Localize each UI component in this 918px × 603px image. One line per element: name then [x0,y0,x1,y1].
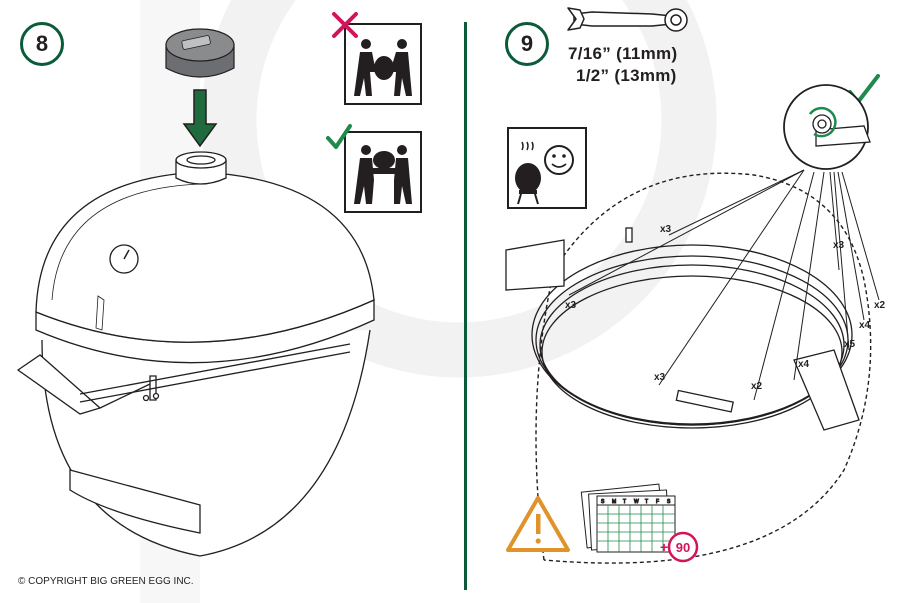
bolt-count-label: x3 [833,240,845,251]
happy-grill-icon [507,127,587,209]
bolt-count-label: x2 [874,300,886,311]
bolt-count-label: x3 [654,372,666,383]
hinge-band-ring [505,227,860,431]
calendar-day-label: W [634,499,639,505]
step-divider [464,22,467,590]
svg-text:+: + [660,539,668,555]
wrench-size-imperial-large: 7/16” (11mm) [568,44,678,63]
correct-check-icon [326,124,352,149]
calendar-day-label: S [667,499,671,505]
step-9-badge: 9 [505,22,549,66]
wrench-size-imperial-small: 1/2” (13mm) [576,66,677,85]
lift-correct-panel [326,124,422,213]
two-person-lift-icon [354,145,412,204]
step-9-number: 9 [520,31,534,56]
copyright-notice: © COPYRIGHT BIG GREEN EGG INC. [18,576,194,587]
dual-function-top-cap [165,28,235,78]
retighten-days: 90 [676,540,690,555]
step-8-badge: 8 [20,22,64,66]
down-arrow [182,89,218,148]
calendar-day-label: M [612,499,616,505]
warning-icon [506,496,570,552]
bolt-leader-lines [568,169,880,401]
egg-grill [16,151,375,557]
bolt-count-label: x3 [660,224,672,235]
calendar-day-label: F [656,499,659,505]
calendar-day-label: T [623,499,626,505]
bolt-count-label: x5 [844,339,856,350]
wrong-x-icon [332,12,358,38]
bolt-count-label: x3 [565,300,577,311]
step-9-illustration: x3 x3 x3 x3 x2 x4 x5 x4 x2 S [505,7,886,564]
calendar-icon: S M T W T F S [580,483,676,553]
lift-wrong-panel [332,12,422,105]
step-8-number: 8 [35,31,49,56]
egg-outline-dashed [535,172,872,564]
two-person-lift-icon [354,39,412,96]
bolt-count-label: x4 [859,320,871,331]
calendar-day-label: S [601,499,605,505]
bolt-count-label: x4 [798,359,810,370]
bolt-tighten-detail [783,84,871,170]
calendar-day-label: T [645,499,648,505]
wrench-icon [567,7,688,32]
bolt-count-label: x2 [751,381,763,392]
step-8-illustration [16,12,422,557]
retighten-interval-badge: + 90 [660,531,699,563]
